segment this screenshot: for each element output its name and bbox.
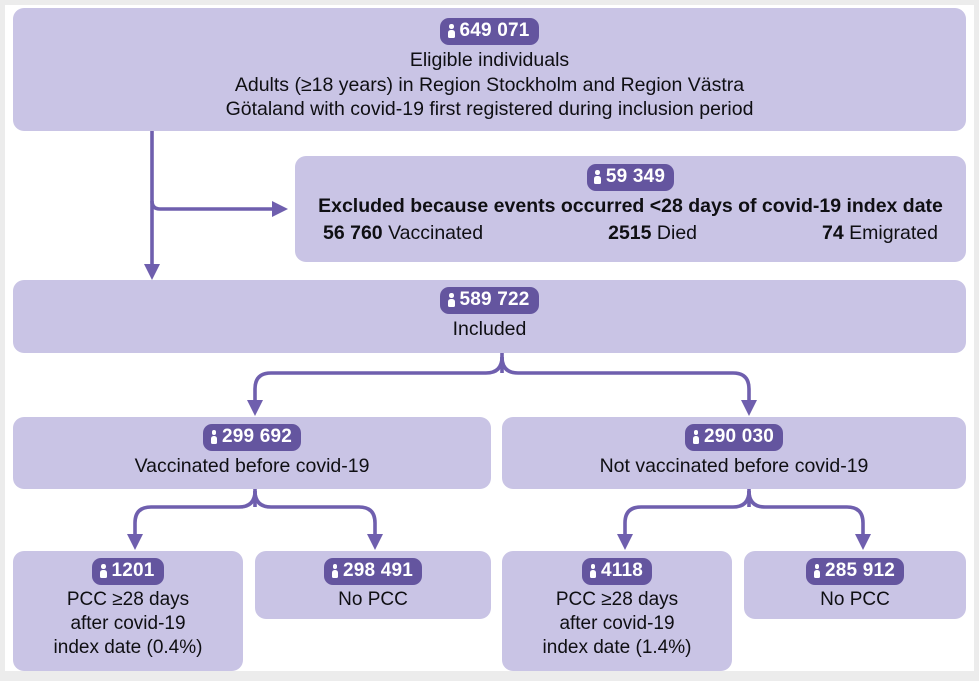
- connector-notvacc-left: [623, 490, 751, 524]
- badge-vaccinated-count: 299 692: [202, 424, 302, 451]
- node-pcc-vaccinated-line3: index date (0.4%): [53, 636, 203, 658]
- node-pcc-not-vaccinated-line1: PCC ≥28 days: [555, 588, 679, 610]
- person-icon: [99, 563, 107, 578]
- node-excluded-title: Excluded because events occurred <28 day…: [318, 194, 943, 217]
- node-excluded: 59 349 Excluded because events occurred …: [295, 156, 966, 262]
- badge-count-value: 290 030: [703, 426, 775, 447]
- badge-eligible-count: 649 071: [440, 18, 539, 45]
- badge-count-value: 649 071: [459, 20, 530, 41]
- badge-excluded-count: 59 349: [586, 164, 675, 191]
- node-no-pcc-not-vaccinated: 285 912 No PCC: [744, 551, 966, 619]
- excluded-item-label: Died: [656, 221, 698, 244]
- node-not-vaccinated-label: Not vaccinated before covid-19: [599, 454, 869, 477]
- excluded-item-number: 56 760: [323, 221, 383, 244]
- person-icon: [594, 169, 602, 184]
- person-icon: [210, 429, 218, 444]
- arrowhead-to-excluded: [272, 201, 288, 217]
- badge-count-value: 4118: [600, 560, 644, 581]
- arrowhead-to-pcc-vaccinated: [127, 534, 143, 550]
- arrowhead-to-vaccinated: [247, 400, 263, 416]
- node-eligible-line1: Eligible individuals: [409, 48, 570, 71]
- arrowhead-to-not-vaccinated: [741, 400, 757, 416]
- node-vaccinated-before-covid: 299 692 Vaccinated before covid-19: [13, 417, 491, 489]
- badge-no-pcc-not-vaccinated-count: 285 912: [805, 558, 905, 585]
- node-eligible-line2: Adults (≥18 years) in Region Stockholm a…: [234, 73, 745, 96]
- person-icon: [447, 292, 455, 307]
- connector-included-right: [500, 356, 751, 390]
- node-no-pcc-vaccinated-label: No PCC: [338, 588, 408, 610]
- badge-count-value: 1201: [111, 560, 155, 581]
- arrowhead-to-pcc-not-vaccinated: [617, 534, 633, 550]
- excluded-item-died: 2515 Died: [608, 221, 697, 246]
- excluded-item-number: 2515: [608, 221, 652, 244]
- badge-count-value: 299 692: [221, 426, 293, 447]
- flowchart-canvas: 649 071 Eligible individuals Adults (≥18…: [5, 5, 974, 671]
- person-icon: [589, 563, 597, 578]
- badge-count-value: 59 349: [605, 166, 666, 187]
- excluded-item-vaccinated: 56 760 Vaccinated: [323, 221, 483, 246]
- excluded-item-emigrated: 74 Emigrated: [822, 221, 938, 246]
- arrowhead-to-included: [144, 264, 160, 280]
- node-pcc-vaccinated: 1201 PCC ≥28 days after covid-19 index d…: [13, 551, 243, 671]
- node-excluded-breakdown: 56 760 Vaccinated 2515 Died 74 Emigrated: [305, 219, 956, 246]
- badge-not-vaccinated-count: 290 030: [684, 424, 784, 451]
- node-included-label: Included: [452, 317, 527, 340]
- connector-vacc-right: [253, 490, 377, 524]
- badge-no-pcc-vaccinated-count: 298 491: [323, 558, 423, 585]
- arrowhead-to-no-pcc-vaccinated: [367, 534, 383, 550]
- connector-eligible-to-excluded: [150, 200, 277, 211]
- arrowhead-to-no-pcc-not-vaccinated: [855, 534, 871, 550]
- node-eligible-individuals: 649 071 Eligible individuals Adults (≥18…: [13, 8, 966, 131]
- node-eligible-line3: Götaland with covid-19 first registered …: [225, 98, 754, 121]
- badge-included-count: 589 722: [440, 287, 539, 314]
- connector-included-left: [253, 356, 504, 390]
- excluded-item-label: Emigrated: [849, 221, 938, 244]
- node-not-vaccinated-before-covid: 290 030 Not vaccinated before covid-19: [502, 417, 966, 489]
- person-icon: [692, 429, 700, 444]
- node-no-pcc-not-vaccinated-label: No PCC: [820, 588, 890, 610]
- excluded-item-label: Vaccinated: [388, 221, 484, 244]
- person-icon: [331, 563, 339, 578]
- node-no-pcc-vaccinated: 298 491 No PCC: [255, 551, 491, 619]
- person-icon: [813, 563, 821, 578]
- badge-count-value: 589 722: [459, 289, 530, 310]
- node-pcc-vaccinated-line2: after covid-19: [70, 612, 186, 634]
- connector-notvacc-right: [747, 490, 865, 524]
- excluded-item-number: 74: [821, 221, 844, 244]
- node-included: 589 722 Included: [13, 280, 966, 353]
- node-pcc-not-vaccinated-line3: index date (1.4%): [542, 636, 692, 658]
- person-icon: [447, 23, 455, 38]
- badge-pcc-vaccinated-count: 1201: [92, 558, 164, 585]
- node-pcc-vaccinated-line1: PCC ≥28 days: [66, 588, 190, 610]
- badge-pcc-not-vaccinated-count: 4118: [581, 558, 653, 585]
- badge-count-value: 298 491: [342, 560, 414, 581]
- connector-vacc-left: [133, 490, 257, 524]
- badge-count-value: 285 912: [824, 560, 896, 581]
- node-pcc-not-vaccinated: 4118 PCC ≥28 days after covid-19 index d…: [502, 551, 732, 671]
- node-vaccinated-label: Vaccinated before covid-19: [134, 454, 370, 477]
- node-pcc-not-vaccinated-line2: after covid-19: [559, 612, 675, 634]
